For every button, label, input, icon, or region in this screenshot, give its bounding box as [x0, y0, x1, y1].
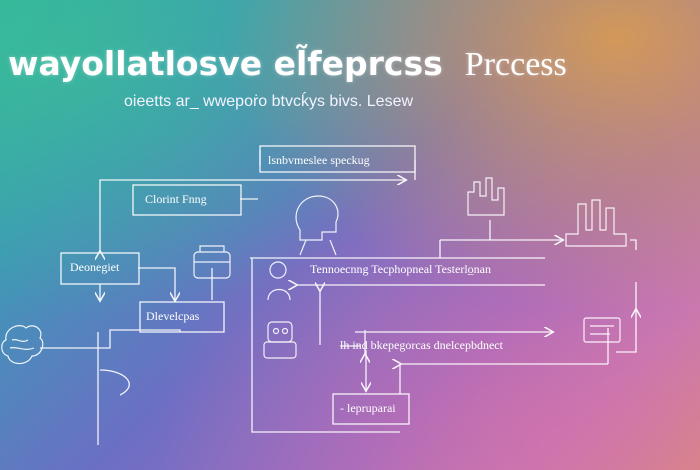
develcpas-box — [139, 301, 225, 333]
factory-icon — [565, 199, 627, 247]
city-skyline-icon — [467, 177, 505, 216]
client-label: Clorint Fnng — [145, 192, 207, 206]
bottom-box — [332, 393, 410, 425]
brain-icon — [1, 325, 44, 365]
title-main: wayollatlosve el̃feprcss — [8, 44, 443, 83]
page-title: wayollatlosve el̃feprcss Prccess — [8, 44, 698, 84]
client-box — [132, 184, 242, 216]
tennoc-label: Tennoecnng Tecphopneal Testerlo̲nan — [310, 262, 491, 276]
backpack-icon — [193, 245, 231, 279]
lower-label: lh ind bkepegorcas dnelcepbdnect — [340, 338, 503, 352]
bottom-box-label: - lepruparai — [340, 401, 396, 415]
head-profile-icon — [295, 195, 339, 256]
document-icon — [583, 317, 621, 343]
develcpas-label: Dlevelcpas — [146, 309, 200, 323]
page-subtitle: oieetts ar_ wwepoṙo btvcḱys bivs. Lesew — [124, 93, 414, 110]
deonegiet-label: Deonegiet — [70, 260, 120, 274]
person-icon — [267, 261, 291, 301]
title-right: Prccess — [464, 46, 567, 83]
robot-icon — [263, 321, 297, 359]
top-label: lsnbvmeslee speckug — [268, 153, 370, 167]
